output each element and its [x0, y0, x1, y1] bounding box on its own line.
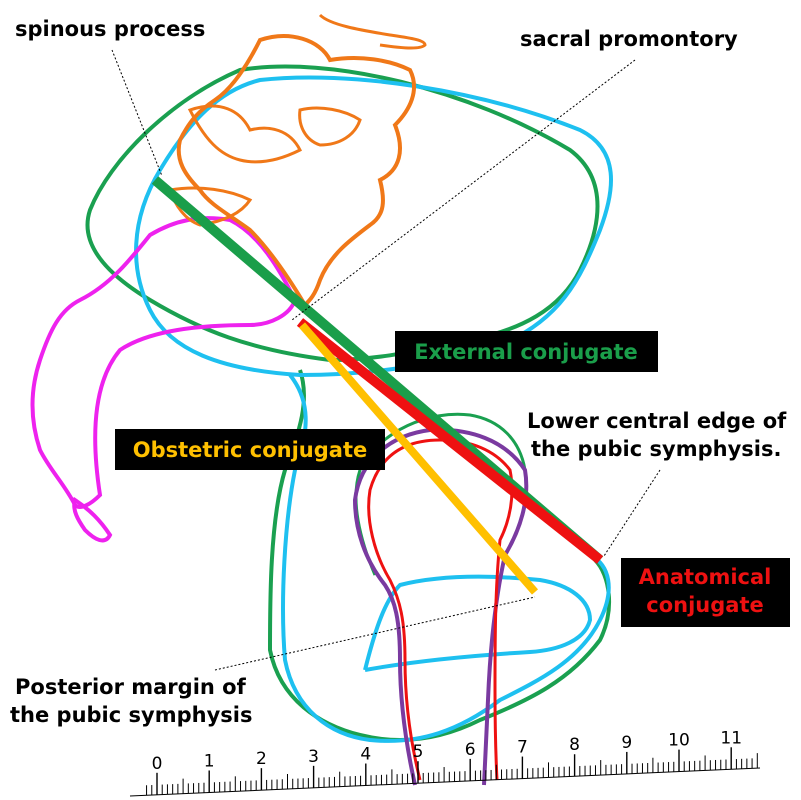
sacrum-detail-orange-1 — [318, 13, 427, 50]
sacrum-detail-orange-2 — [187, 104, 303, 164]
ruler-tick-label: 8 — [569, 735, 580, 755]
ruler-tick-label: 0 — [152, 754, 163, 774]
label-sacral-promontory: sacral promontory — [520, 27, 738, 51]
ruler-tick-label: 9 — [621, 733, 632, 753]
obstetric-conjugate-label-box — [115, 429, 385, 470]
lumbar-spine-magenta — [30, 216, 298, 509]
label-anatomical-line2: conjugate — [646, 593, 763, 617]
coccyx-magenta — [72, 496, 113, 543]
label-lower-edge-line1: Lower central edge of — [527, 409, 787, 433]
label-spinous-process: spinous process — [15, 17, 205, 41]
external-conjugate-label-box — [395, 331, 658, 372]
ruler-tick-label: 3 — [308, 747, 319, 767]
sacrum-detail-orange-4 — [298, 106, 362, 147]
ruler-tick-label: 2 — [256, 749, 267, 769]
ruler-tick-label: 10 — [668, 731, 690, 751]
ruler-tick-label: 4 — [360, 745, 371, 765]
label-posterior-line2: the pubic symphysis — [10, 703, 252, 727]
ruler-tick-label: 7 — [517, 738, 528, 758]
leader-lower-edge — [603, 469, 661, 557]
symphysis-blue — [363, 574, 593, 672]
label-lower-edge-line2: the pubic symphysis. — [531, 437, 781, 461]
pelvis-lower-blue — [281, 373, 611, 743]
label-external-conjugate: External conjugate — [414, 340, 638, 364]
pelvis-lower-green — [267, 369, 612, 742]
ruler-tick-label: 11 — [720, 728, 742, 748]
sacrum-detail-orange-3 — [168, 186, 253, 227]
anatomical-conjugate-line — [296, 318, 604, 564]
ruler-tick-label: 1 — [204, 751, 215, 771]
ruler-tick-label: 6 — [465, 740, 476, 760]
label-obstetric-conjugate: Obstetric conjugate — [133, 438, 367, 462]
symphysis-red — [367, 438, 514, 781]
sacrum-orange — [176, 34, 416, 309]
label-anatomical-line1: Anatomical — [639, 565, 772, 589]
leader-spinous-process — [111, 49, 163, 177]
ruler-baseline — [129, 767, 761, 797]
label-posterior-line1: Posterior margin of — [15, 675, 247, 699]
leader-posterior-margin — [214, 596, 536, 671]
anatomical-conjugate-label-box — [621, 558, 790, 627]
ruler-tick-label: 5 — [413, 742, 424, 762]
ruler: 0 1 2 3 4 5 6 7 8 9 10 11 — [129, 728, 761, 797]
obstetric-conjugate-line — [298, 322, 539, 595]
